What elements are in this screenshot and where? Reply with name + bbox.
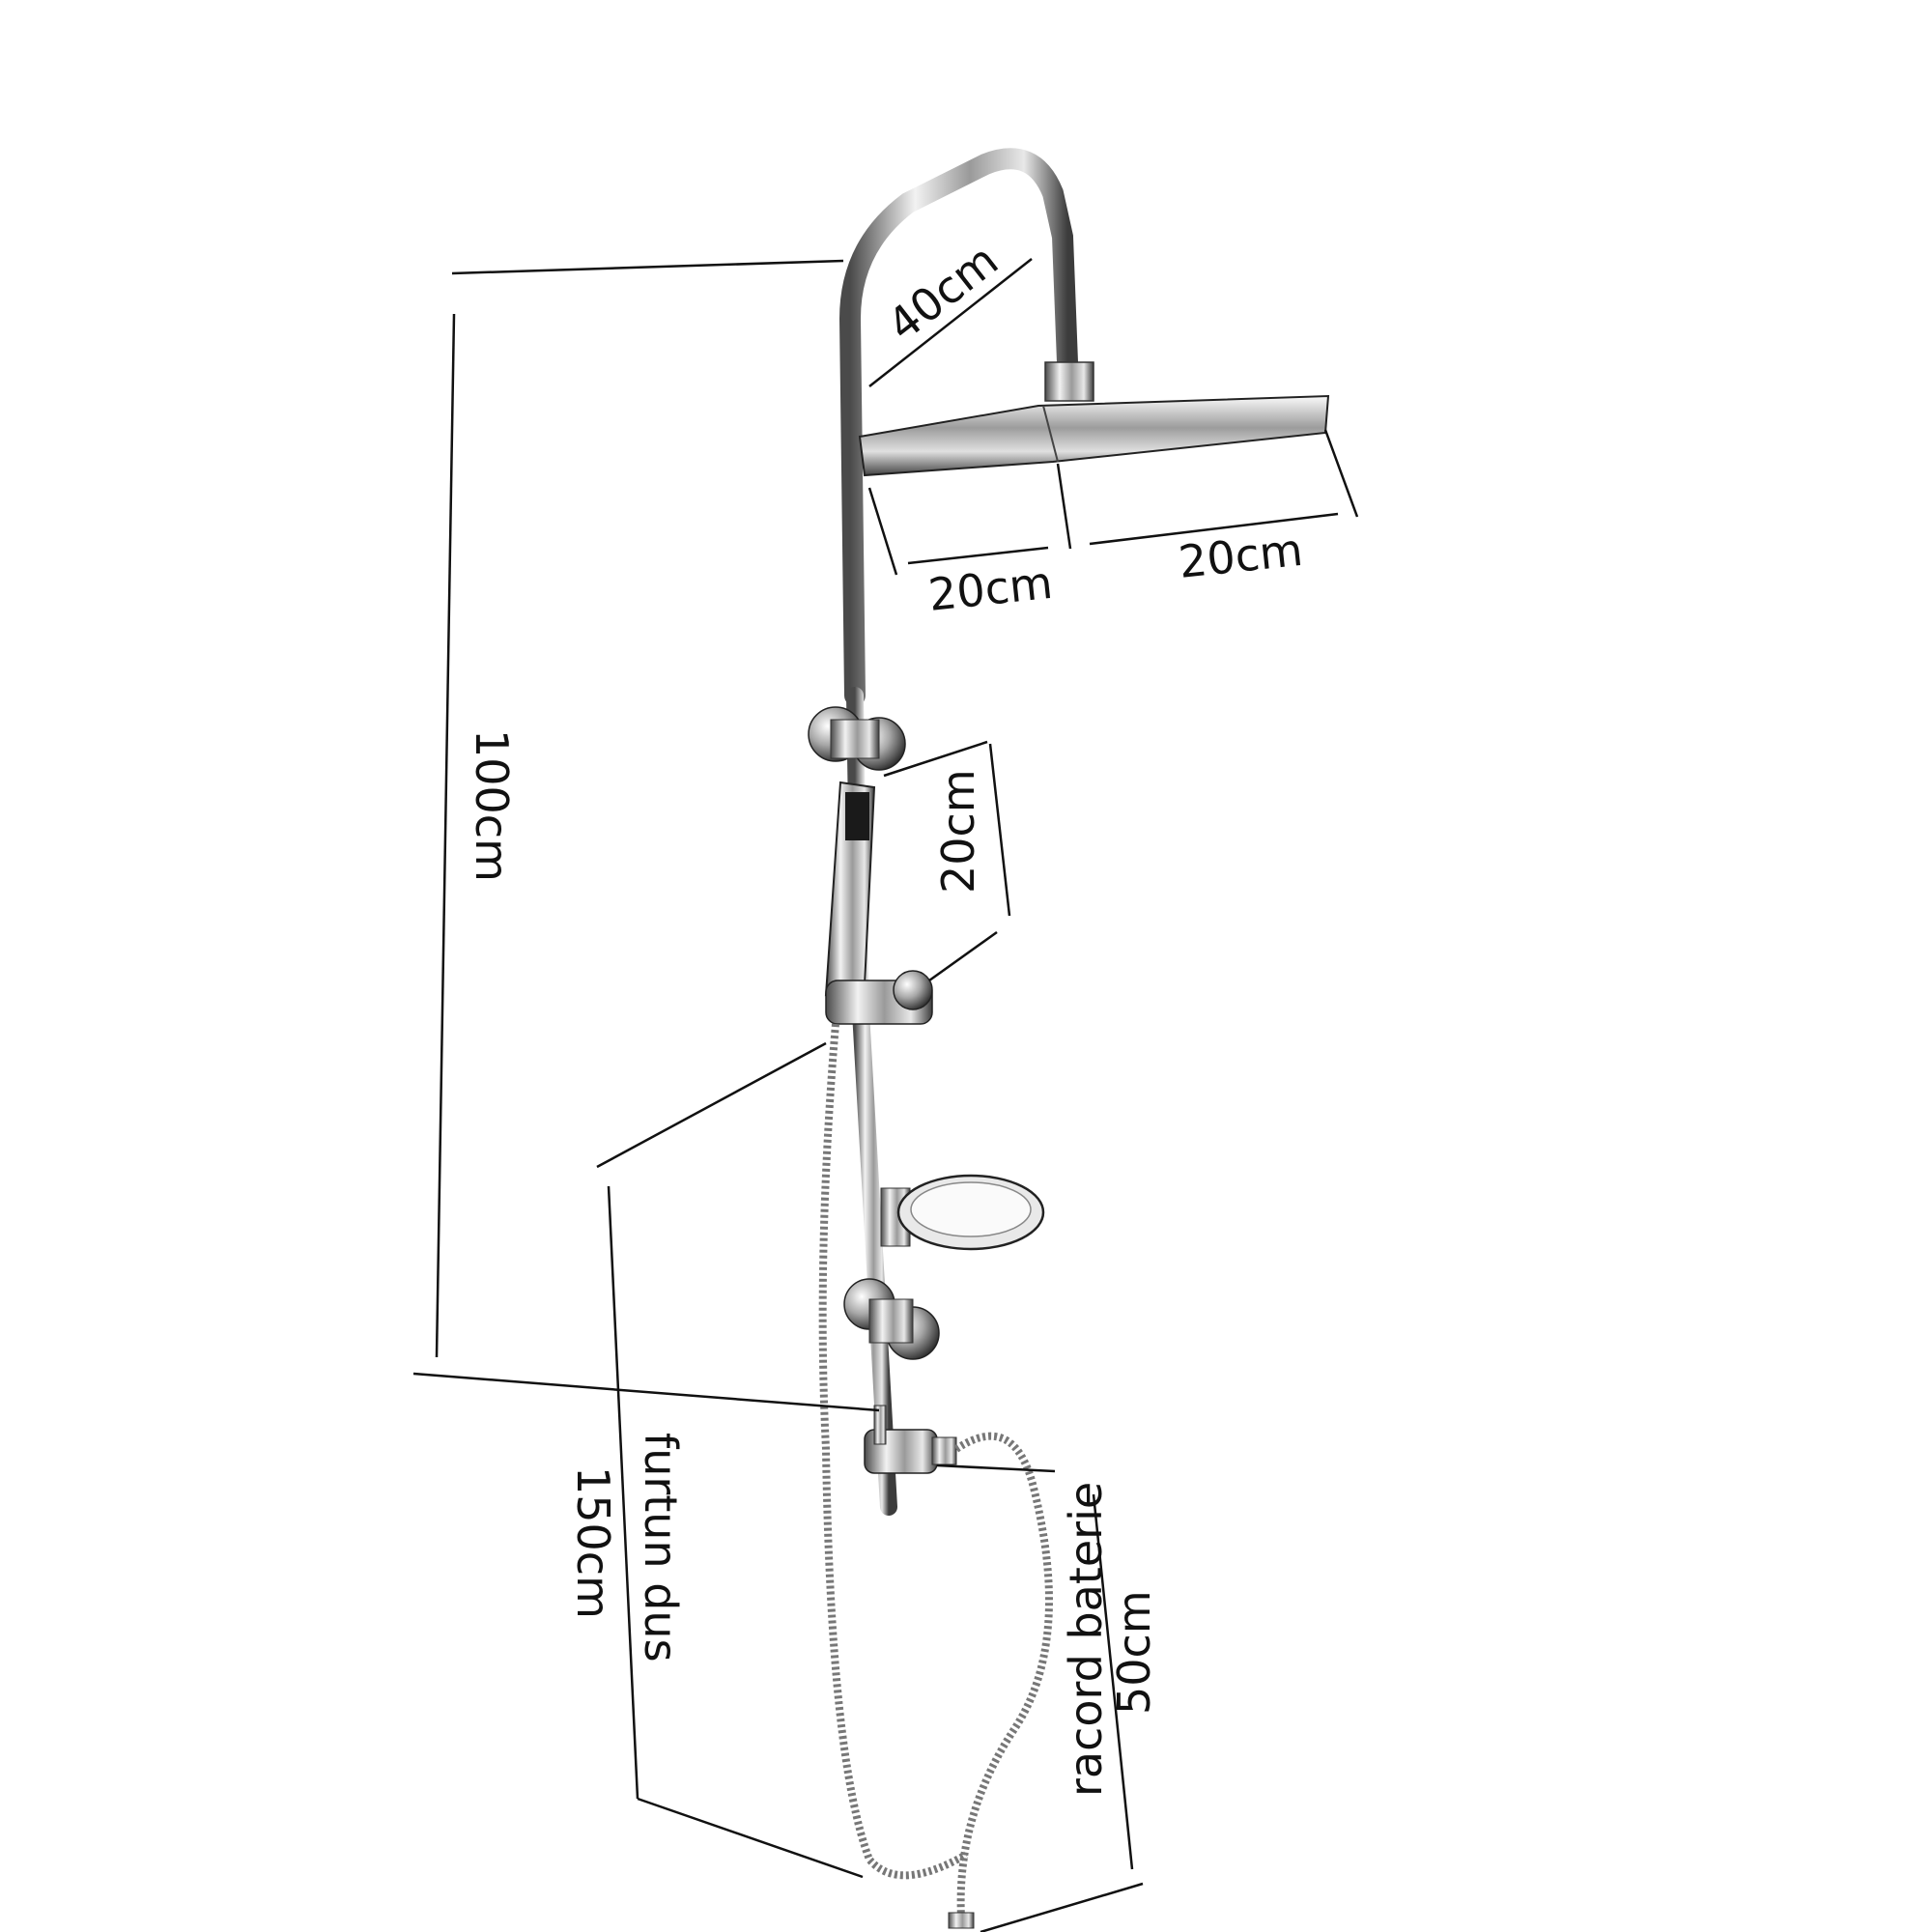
shower-column bbox=[838, 148, 1330, 1516]
hose-text-label: furtun dus bbox=[635, 1433, 687, 1662]
head-neck bbox=[1044, 361, 1094, 402]
hose-nut bbox=[948, 1912, 975, 1929]
dimension-lines bbox=[412, 258, 1359, 1932]
handshower-holder bbox=[825, 970, 933, 1025]
connector-hose bbox=[953, 1432, 1053, 1918]
connector-length-label: 50cm bbox=[1108, 1590, 1160, 1715]
rain-shower-head bbox=[858, 394, 1330, 477]
handset-length-label: 20cm bbox=[932, 769, 984, 894]
bar-height-label: 100cm bbox=[466, 729, 518, 882]
hose-length-label: 150cm bbox=[567, 1466, 619, 1619]
connector-text-label: racord baterie bbox=[1060, 1482, 1112, 1797]
diverter bbox=[864, 1405, 957, 1474]
hand-shower bbox=[824, 781, 876, 997]
lower-holder bbox=[843, 1278, 940, 1360]
upper-holder bbox=[808, 706, 906, 771]
riser-arm bbox=[838, 148, 1078, 706]
head-width-right-label: 20cm bbox=[1177, 524, 1306, 588]
head-width-left-label: 20cm bbox=[926, 556, 1056, 621]
soap-dish bbox=[880, 1174, 1045, 1251]
